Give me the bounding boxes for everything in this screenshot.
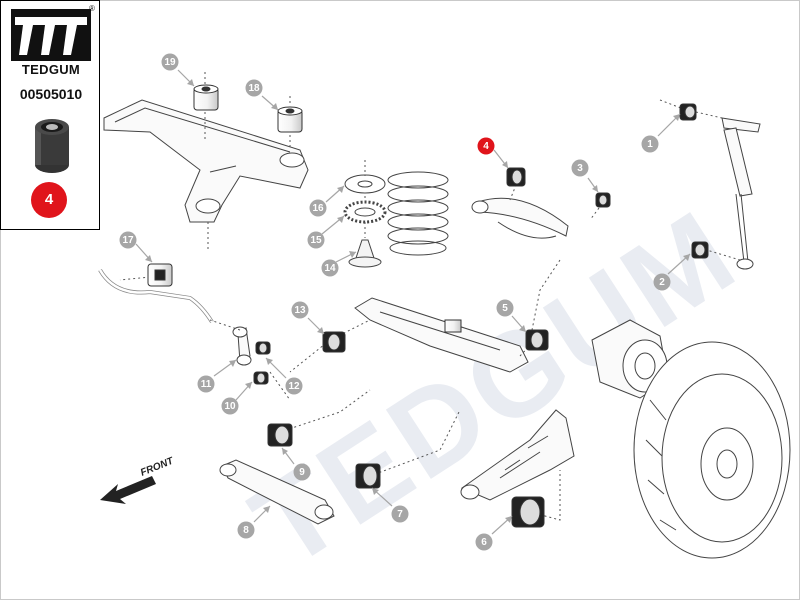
callout-6: 6 [475,533,493,551]
callout-circle [653,273,671,291]
callout-circle [245,79,263,97]
hub-carrier-bracket [460,409,575,501]
bushing-5 [525,329,549,351]
callout-17: 17 [119,231,137,249]
callout-11: 11 [197,375,215,393]
callout-number: 1 [647,139,653,150]
callout-circle [237,521,255,539]
bushing-12 [255,341,271,355]
spring-seat [344,174,386,194]
callout-16: 16 [309,199,327,217]
upper-control-arm [477,197,569,237]
callout-2: 2 [653,273,671,291]
callout-number: 18 [248,83,260,94]
callout-circle [285,377,303,395]
callout-circle [496,299,514,317]
callout-15: 15 [307,231,325,249]
front-arrow-icon [100,476,156,504]
callout-circle [161,53,179,71]
subframe [103,99,309,223]
callout-circle [309,199,327,217]
part-number: 00505010 [19,86,83,102]
callout-8: 8 [237,521,255,539]
callout-18: 18 [245,79,263,97]
callout-number: 12 [288,381,300,392]
bushing-4 [506,167,526,187]
bushing-2 [691,241,709,259]
strut-bearing [343,200,387,224]
callout-circle [197,375,215,393]
callout-number: 4 [483,141,489,152]
callout-circle [119,231,137,249]
callout-14: 14 [321,259,339,277]
callout-number: 14 [324,263,336,274]
callout-circle [571,159,589,177]
callout-circle [391,505,409,523]
callout-4: 4 [477,137,495,155]
bushing-10 [253,371,269,385]
lower-control-arm [354,297,529,373]
front-label: FRONT [139,455,176,478]
bump-stop [355,239,375,259]
callout-number: 16 [312,203,324,214]
callout-19: 19 [161,53,179,71]
callout-number: 17 [122,235,134,246]
callout-number: 10 [224,401,236,412]
callout-circle [641,135,659,153]
bushing-1 [679,103,697,121]
callout-number: 3 [577,163,583,174]
bushing-17 [147,263,173,287]
callout-number: 6 [481,537,487,548]
callout-number: 11 [201,379,212,390]
callout-circle [307,231,325,249]
callout-number: 15 [310,235,322,246]
callout-number: 8 [243,525,249,536]
bushing-13 [322,331,346,353]
tedgum-logo [11,9,91,61]
callout-circle [291,301,309,319]
callout-5: 5 [496,299,514,317]
callout-number: 19 [164,57,176,68]
trailing-link [221,459,335,525]
bushing-6 [511,496,545,528]
callout-number: 9 [299,467,305,478]
shock-absorber [721,117,761,270]
callout-circle [475,533,493,551]
bushing-19 [193,84,219,111]
brand-name: TEDGUM [21,62,81,77]
bushing-16-seat [444,319,462,333]
callout-10: 10 [221,397,239,415]
bushing-3 [595,192,611,208]
front-direction-indicator: FRONT [100,455,176,504]
coil-spring [387,171,449,256]
callout-circle [477,137,495,155]
callout-12: 12 [285,377,303,395]
bushing-7 [355,463,381,489]
bushing-18 [277,106,303,133]
product-image [35,119,69,173]
wheel [633,341,791,559]
callout-9: 9 [293,463,311,481]
callout-7: 7 [391,505,409,523]
brand-panel: ® TEDGUM 00505010 4 [0,0,100,230]
callout-circle [321,259,339,277]
highlight-badge: 4 [31,182,67,218]
callout-3: 3 [571,159,589,177]
callout-1: 1 [641,135,659,153]
callout-circle [293,463,311,481]
callout-number: 7 [397,509,403,520]
callout-circle [221,397,239,415]
callout-number: 5 [502,303,508,314]
registered-mark: ® [89,4,95,13]
callout-number: 13 [294,305,306,316]
callout-number: 2 [659,277,665,288]
bushing-9 [267,423,293,447]
callout-13: 13 [291,301,309,319]
